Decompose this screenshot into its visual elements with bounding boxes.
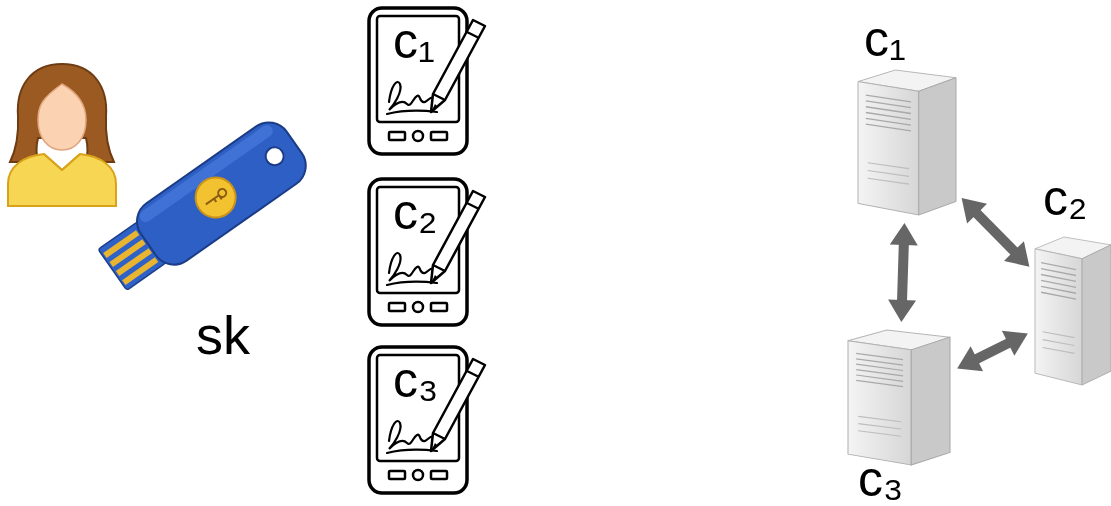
server-bays	[1041, 263, 1076, 300]
sync-arrow	[962, 198, 1030, 267]
pen	[431, 191, 485, 283]
user-icon	[2, 58, 124, 208]
server-vents	[868, 163, 909, 184]
key-button-icon	[206, 195, 222, 208]
arrow-head	[890, 223, 918, 245]
signature-scribble	[387, 253, 437, 285]
key-body-group	[92, 114, 314, 299]
key-contact	[122, 257, 158, 285]
pen-tip	[431, 104, 437, 112]
server-node: c₂	[1035, 237, 1111, 385]
signing-device: c₁	[367, 6, 489, 156]
key-hole	[262, 144, 287, 169]
arrow-head	[957, 346, 983, 371]
key-contact	[116, 248, 152, 276]
server-side	[911, 337, 950, 465]
user-face	[38, 84, 86, 150]
device-label: c₃	[393, 355, 438, 405]
pen-detail	[433, 203, 479, 271]
tablet-button	[413, 131, 423, 141]
arrow-head	[962, 198, 987, 223]
sync-arrow	[888, 223, 918, 322]
key-contact	[103, 230, 139, 258]
pen	[431, 359, 485, 451]
server-node: c₃	[848, 330, 950, 465]
pen	[431, 20, 485, 112]
pen-tip	[431, 275, 437, 283]
key-contact	[109, 239, 145, 267]
tablet-button	[389, 132, 405, 140]
pen-detail	[433, 371, 479, 439]
key-case	[128, 114, 314, 273]
server-label: c₂	[1043, 173, 1087, 223]
server-node: c₁	[858, 70, 956, 215]
user-collar	[44, 154, 80, 170]
pen-tip	[431, 443, 437, 451]
server-label: c₃	[858, 454, 903, 504]
server-outline	[848, 330, 950, 465]
tablet-button	[431, 471, 447, 479]
tablet-button	[389, 303, 405, 311]
server-outline	[858, 70, 956, 215]
server-vents	[1043, 332, 1075, 354]
arrow-shaft	[975, 342, 1010, 359]
tablet-button	[389, 471, 405, 479]
server-outline	[1035, 237, 1111, 385]
key-button	[188, 170, 244, 226]
server-side	[919, 78, 956, 215]
user-body	[8, 154, 116, 206]
arrow-head	[1004, 241, 1029, 266]
user-hair	[10, 64, 114, 162]
arrow-head	[888, 300, 916, 322]
server-front	[858, 82, 919, 215]
key-label: sk	[196, 308, 250, 362]
arrow-shaft	[976, 212, 1016, 252]
signature-scribble	[387, 82, 437, 114]
key-case-highlight	[137, 123, 275, 225]
server-label: c₁	[864, 14, 906, 64]
sync-arrow	[957, 331, 1028, 372]
server-front	[848, 341, 911, 465]
server-bays	[856, 353, 903, 386]
device-label: c₁	[393, 16, 435, 66]
arrow-shaft	[902, 243, 904, 302]
device-label: c₂	[393, 187, 437, 237]
arrow-head	[1002, 331, 1028, 356]
server-front	[1035, 249, 1082, 385]
tablet-button	[413, 302, 423, 312]
pen-detail	[433, 32, 479, 100]
signing-device: c₂	[367, 177, 489, 327]
tablet-button	[431, 132, 447, 140]
server-vents	[858, 416, 901, 436]
key-button-icon	[217, 187, 228, 198]
security-key	[100, 110, 310, 300]
tablet-button	[431, 303, 447, 311]
signing-device: c₃	[367, 345, 489, 495]
server-bays	[866, 95, 911, 131]
tablet-button	[413, 470, 423, 480]
signature-scribble	[387, 421, 437, 453]
server-side	[1082, 245, 1111, 385]
